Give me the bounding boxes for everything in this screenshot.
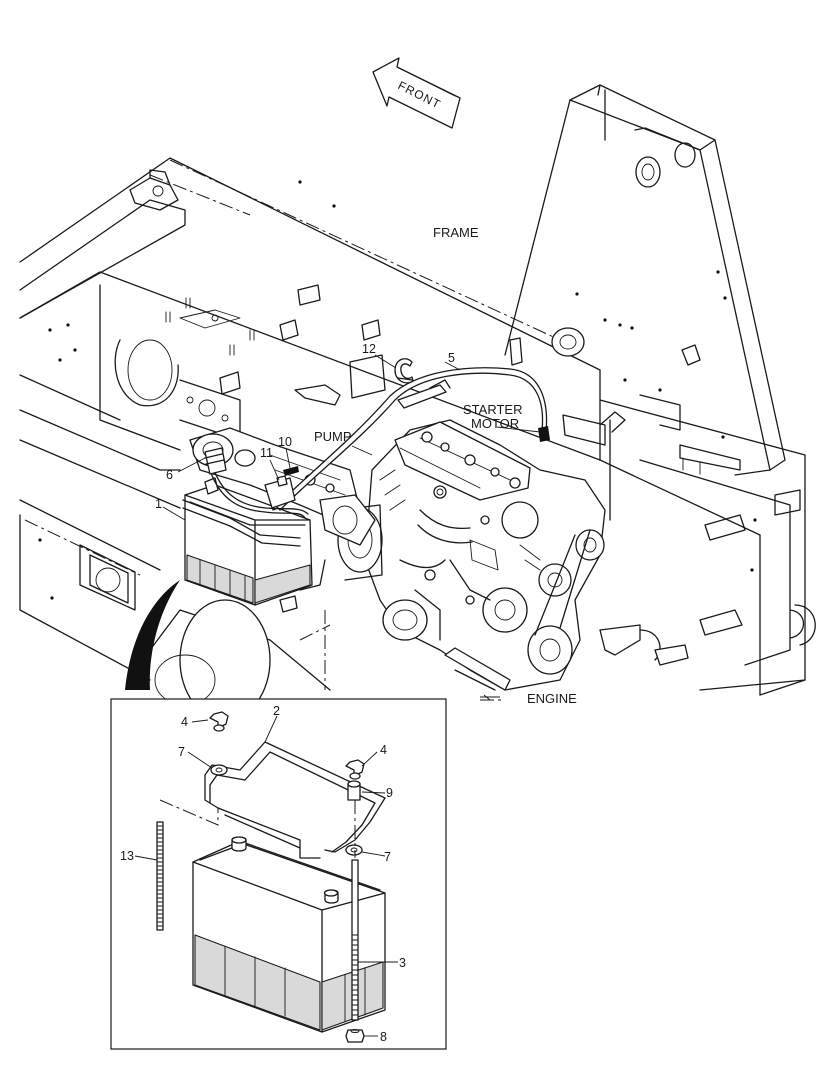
pump — [189, 427, 376, 546]
callout-4-left: 4 — [181, 715, 188, 729]
front-arrow: FRONT — [372, 57, 461, 129]
upper-leaders — [162, 354, 541, 701]
callout-12: 12 — [362, 342, 376, 356]
battery-detail — [192, 836, 386, 1033]
frame: FRAME — [19, 157, 816, 721]
pump-label: PUMP — [314, 429, 352, 444]
callout-6: 6 — [166, 468, 173, 482]
spacer-9 — [347, 780, 361, 801]
callout-2: 2 — [273, 704, 280, 718]
frame-label: FRAME — [433, 225, 479, 240]
wing-nut-left — [209, 711, 229, 732]
detail-inset: 4 2 7 4 9 7 13 3 8 — [110, 698, 447, 1050]
callout-1: 1 — [155, 497, 162, 511]
callout-9: 9 — [386, 786, 393, 800]
callout-11: 11 — [260, 446, 273, 460]
starter-bracket — [562, 411, 626, 446]
starter-motor-label-line1: STARTER — [463, 402, 522, 417]
callout-5: 5 — [448, 351, 455, 365]
clip-12 — [394, 358, 451, 409]
callout-3: 3 — [399, 956, 406, 970]
rod-13 — [156, 799, 219, 931]
hold-down-bracket — [204, 741, 386, 859]
callout-4-right: 4 — [380, 743, 387, 757]
nut-8 — [345, 1029, 365, 1043]
wing-nut-right — [345, 759, 365, 780]
callout-10: 10 — [278, 435, 292, 449]
cables — [204, 367, 550, 519]
engine — [337, 419, 689, 691]
tower — [504, 84, 786, 476]
callout-13: 13 — [120, 849, 134, 863]
callout-8: 8 — [380, 1030, 387, 1044]
callout-7-right: 7 — [384, 850, 391, 864]
rod-3 — [351, 800, 359, 1021]
starter-motor-label-line2: MOTOR — [471, 416, 519, 431]
battery-installed — [182, 477, 326, 613]
callout-7-left: 7 — [178, 745, 185, 759]
engine-label: ENGINE — [527, 691, 577, 706]
